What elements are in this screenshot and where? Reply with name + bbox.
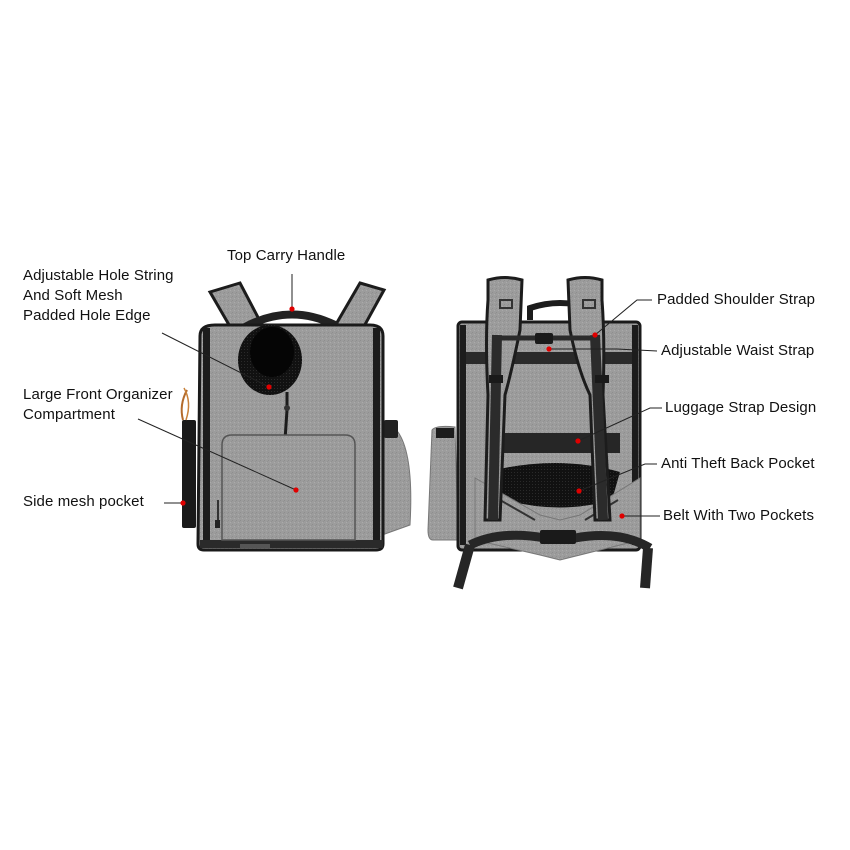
label-side-mesh-pocket: Side mesh pocket (23, 493, 144, 510)
label-top-carry-handle: Top Carry Handle (227, 247, 346, 264)
label-belt-with-two-pockets: Belt With Two Pockets (663, 507, 815, 524)
dot-hole-string (266, 384, 272, 390)
water-bottle-cap (384, 420, 398, 438)
dot-waist-strap (546, 346, 552, 352)
dot-luggage-strap (575, 438, 581, 444)
label-luggage-strap-design: Luggage Strap Design (665, 399, 817, 416)
back-view-backpack (427, 276, 653, 590)
label-adjustable-hole-string: Adjustable Hole String And Soft Mesh Pad… (23, 267, 174, 324)
right-side-pocket (377, 429, 412, 536)
callout-lines (137, 274, 662, 517)
label-anti-theft-back-pocket: Anti Theft Back Pocket (661, 455, 815, 472)
dot-side-mesh-pocket (180, 500, 186, 506)
back-side-pocket (427, 425, 459, 541)
right-shoulder-strap (332, 281, 387, 332)
belt-buckle (540, 530, 576, 544)
front-view-backpack (180, 281, 412, 552)
label-padded-shoulder-strap: Padded Shoulder Strap (657, 291, 816, 308)
luggage-strap-band (490, 433, 620, 453)
dot-shoulder-strap (592, 332, 598, 338)
window-hole (250, 327, 294, 377)
label-adjustable-waist-strap: Adjustable Waist Strap (661, 342, 815, 359)
label-large-front-organizer: Large Front Organizer Compartment (23, 386, 173, 423)
callout-dots (180, 306, 625, 519)
top-carry-handle-shape (241, 310, 339, 331)
dot-belt-pockets (619, 513, 625, 519)
dot-anti-theft (576, 488, 582, 494)
front-organizer-pocket (221, 434, 356, 541)
side-mesh-pocket-shape (182, 420, 196, 528)
anti-theft-pocket-opening (495, 462, 620, 508)
dot-top-carry-handle (289, 306, 295, 312)
dot-organizer (293, 487, 299, 493)
chest-buckle (535, 333, 553, 344)
